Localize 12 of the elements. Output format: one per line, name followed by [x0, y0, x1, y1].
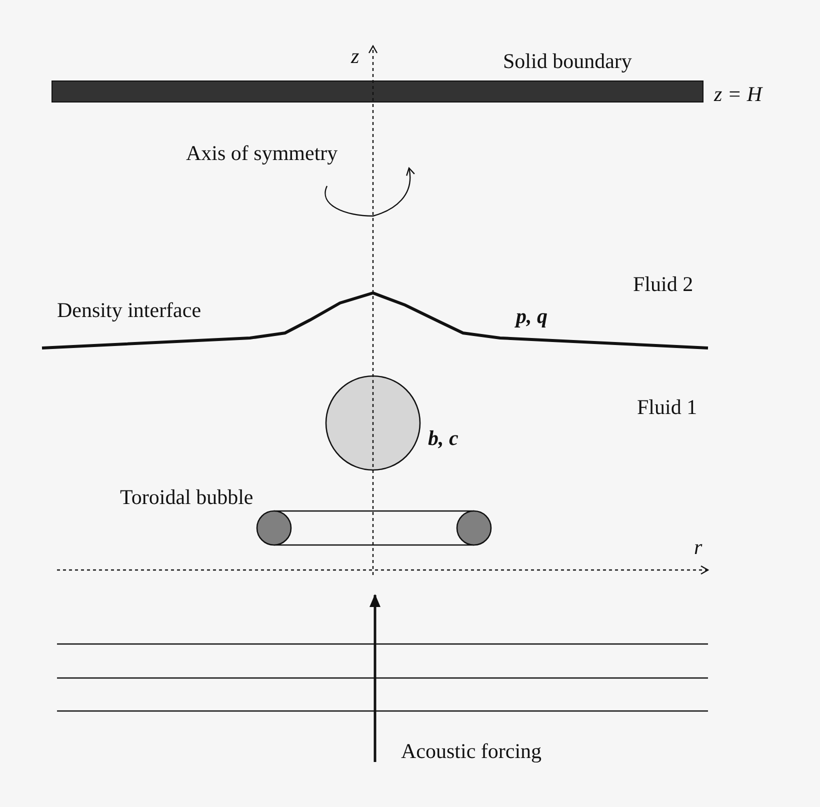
axis-caption: Axis of symmetry: [186, 143, 338, 164]
fluid-label: Fluid 1: [637, 397, 698, 418]
boundary-label: Solid boundary: [503, 51, 632, 72]
axis-label: r: [694, 537, 702, 558]
variable-label: p, q: [516, 306, 548, 327]
interface-label: Density interface: [57, 300, 202, 321]
variable-label: b, c: [428, 428, 458, 449]
axis-label: z: [351, 46, 360, 67]
height-label: z = H: [714, 84, 762, 105]
fluid-label: Fluid 2: [633, 274, 694, 295]
forcing-label: Acoustic forcing: [401, 741, 542, 762]
bubble-label: Toroidal bubble: [120, 487, 254, 508]
